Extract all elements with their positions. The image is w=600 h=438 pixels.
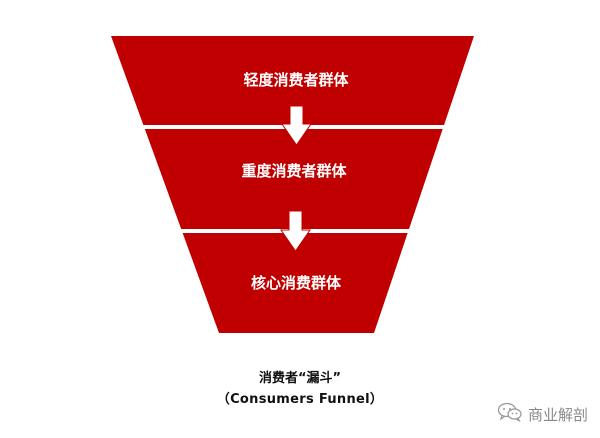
down-arrow-icon [281,105,312,146]
funnel-stage-1-label: 轻度消费者群体 [243,71,349,89]
watermark-text: 商业解剖 [527,405,588,424]
funnel-caption-title: 消费者“漏斗” [258,371,342,386]
down-arrow-icon [280,210,311,252]
funnel-stage-2-label: 重度消费者群体 [241,162,347,180]
watermark: 商业解剖 [497,402,588,426]
funnel-stage-3-label: 核心消费群体 [251,274,342,292]
funnel-caption-subtitle: （Consumers Funnel） [216,392,384,407]
wechat-icon [497,402,523,426]
funnel-body [111,36,474,333]
